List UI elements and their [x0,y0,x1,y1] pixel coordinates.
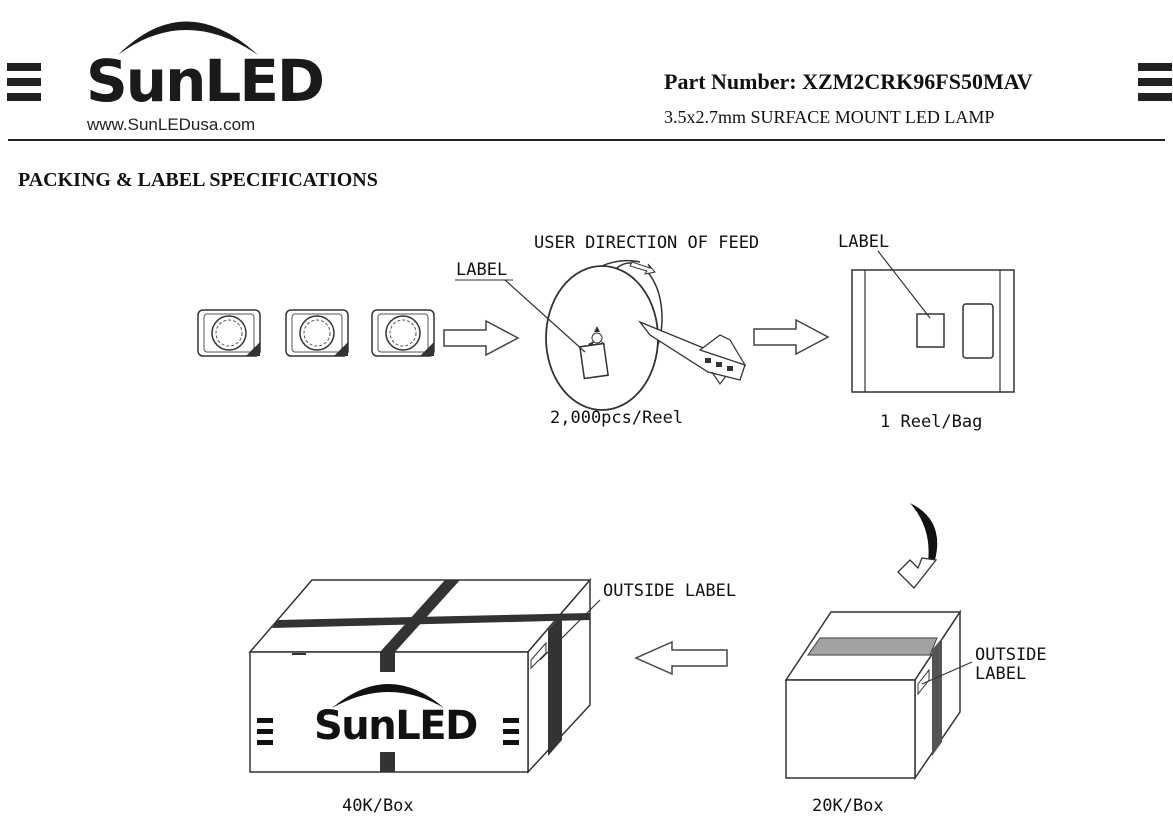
bag-label-text: LABEL [838,232,890,252]
part-number-label: Part Number: [664,69,797,94]
bag-caption: 1 Reel/Bag [880,412,983,432]
big-box-label-text: OUTSIDE LABEL [603,581,737,601]
small-box [784,609,962,781]
feed-arrow [629,261,656,275]
big-box-caption: 40K/Box [342,796,414,816]
led-component [197,309,261,357]
brand-logo: SunLED [86,47,325,115]
part-number-line: Part Number: XZM2CRK96FS50MAV [664,69,1033,95]
small-box-label-leader [921,661,973,685]
led-component [285,309,349,357]
reel-caption: 2,000pcs/Reel [550,408,684,428]
feed-direction-label: USER DIRECTION OF FEED [534,233,760,253]
small-box-caption: 20K/Box [812,796,884,816]
header-divider [8,139,1165,141]
flow-arrow-2 [753,318,830,356]
curved-arrow [910,503,938,562]
small-box-label-line2: LABEL [975,664,1027,684]
big-box-label-leader [539,599,601,661]
box-brand-logo: SunLED [314,703,478,749]
product-description: 3.5x2.7mm SURFACE MOUNT LED LAMP [664,107,995,127]
led-component [371,309,435,357]
reel-label-text: LABEL [456,260,508,280]
part-number: XZM2CRK96FS50MAV [802,69,1033,94]
reel [545,259,747,411]
flow-arrow-1 [443,319,520,357]
left-logo-bars [7,63,41,108]
big-box [248,577,592,774]
logo-arc [118,21,258,55]
bag-label-leader [877,250,931,319]
website-link[interactable]: www.SunLEDusa.com [87,115,256,134]
right-logo-bars [1138,63,1172,108]
reel-label-leader [504,279,586,353]
flow-arrow-3 [634,640,728,676]
section-title: PACKING & LABEL SPECIFICATIONS [18,169,378,191]
small-box-label-line1: OUTSIDE [975,645,1047,665]
bag [851,269,1015,393]
